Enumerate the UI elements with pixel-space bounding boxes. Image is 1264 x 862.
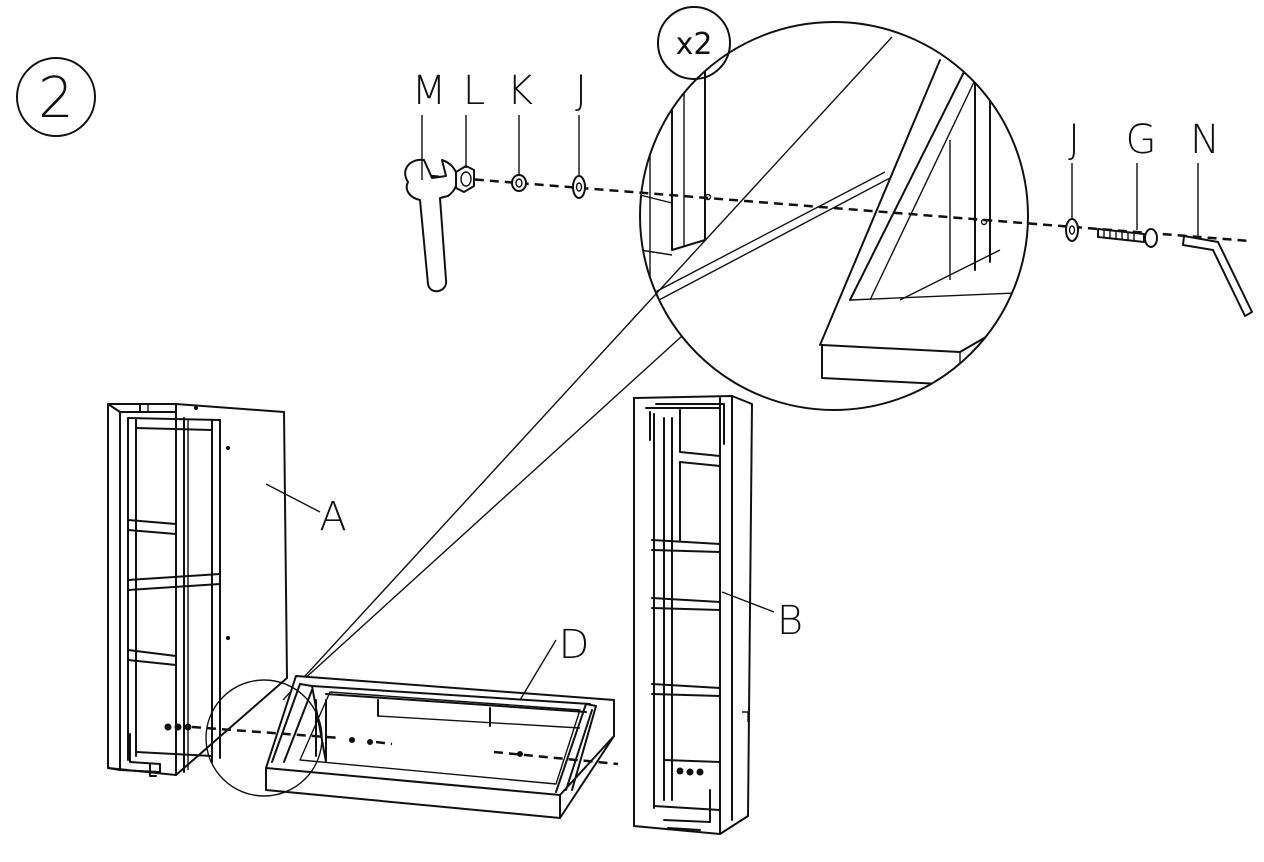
step-badge: 2 <box>16 57 96 137</box>
washer-icon-right <box>1065 218 1079 242</box>
detail-circle <box>205 679 323 797</box>
part-b-side-unit <box>633 395 753 835</box>
label-l: L <box>463 68 485 114</box>
label-a: A <box>319 494 346 540</box>
hardware-axis <box>429 174 1251 243</box>
part-a-side-unit <box>107 403 288 777</box>
label-n: N <box>1190 117 1220 163</box>
label-b: B <box>777 598 803 644</box>
wrench-icon <box>404 158 458 293</box>
nut-icon <box>455 165 475 193</box>
label-j-right: J <box>1068 117 1080 163</box>
label-k: K <box>507 68 533 114</box>
step-number: 2 <box>38 66 74 131</box>
label-d: D <box>559 622 590 668</box>
detail-magnifier <box>639 21 1029 411</box>
label-m: M <box>412 68 447 114</box>
magnified-frame-corner <box>640 59 1028 386</box>
part-d-base <box>265 675 615 819</box>
lock-washer-icon <box>511 174 527 192</box>
magnifier-leader-lines <box>282 36 893 701</box>
bolt-icon <box>1097 228 1158 248</box>
hardware-labels: M L K J J G N <box>412 68 1220 237</box>
quantity-badge: x2 <box>657 6 731 80</box>
washer-icon <box>572 175 586 199</box>
quantity-text: x2 <box>676 27 713 62</box>
allen-key-icon <box>1182 235 1253 317</box>
label-j-left: J <box>575 68 587 114</box>
part-labels: A B D <box>265 483 803 701</box>
assembly-axis <box>191 725 619 766</box>
label-g: G <box>1126 117 1157 163</box>
